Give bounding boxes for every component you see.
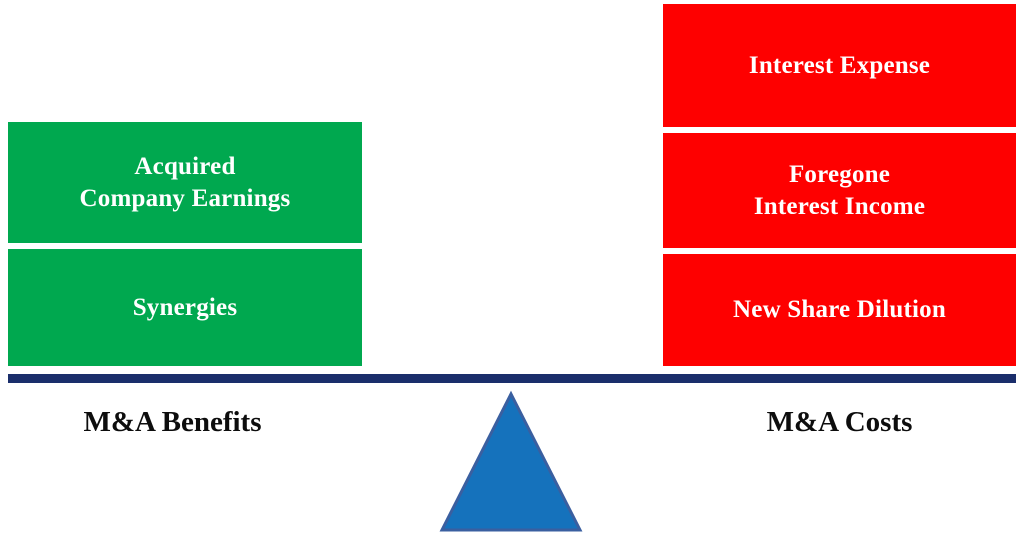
cost-block-label: Foregone Interest Income	[753, 160, 926, 220]
cost-block-new-share-dilution: New Share Dilution	[663, 254, 1016, 366]
cost-block-interest-expense: Interest Expense	[663, 4, 1016, 127]
benefit-block-label: Synergies	[132, 293, 238, 321]
benefit-block-synergies: Synergies	[8, 249, 362, 366]
benefits-caption: M&A Benefits	[83, 406, 262, 438]
cost-block-foregone-interest-income: Foregone Interest Income	[663, 133, 1016, 248]
balance-beam	[8, 374, 1016, 383]
costs-caption: M&A Costs	[766, 406, 913, 438]
cost-block-label: Interest Expense	[748, 51, 931, 79]
triangle-icon	[439, 390, 583, 532]
benefit-block-label: Acquired Company Earnings	[79, 152, 291, 212]
benefit-block-acquired-company-earnings: Acquired Company Earnings	[8, 122, 362, 243]
cost-block-label: New Share Dilution	[733, 296, 946, 323]
